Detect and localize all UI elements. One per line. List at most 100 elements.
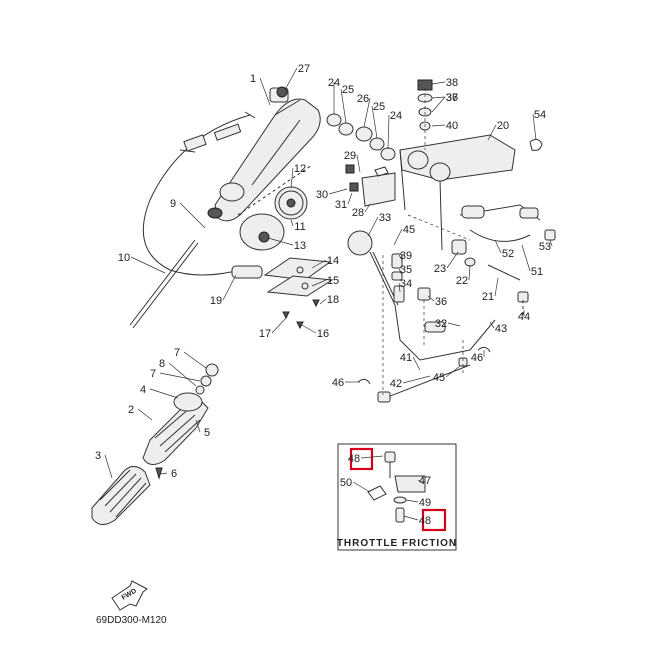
part-number-label-15: 15 [327,275,339,287]
part-number-label-48: 48 [419,515,431,527]
part-number-labels: 1234567789101112131415161718192021222324… [95,63,551,527]
leader-line-33 [367,216,379,237]
part-number-label-36: 36 [446,92,458,104]
part-number-label-48: 48 [348,453,360,465]
leader-line-19 [222,274,237,301]
part-number-label-10: 10 [118,252,130,264]
top-nut-stack [417,79,433,150]
leader-line-3 [104,454,113,479]
part-number-label-46: 46 [471,352,483,364]
part-number-label-47: 47 [419,475,431,487]
leader-line-45 [393,228,403,246]
leader-line-29 [356,154,361,173]
leader-line-41 [412,356,421,371]
part-number-label-43: 43 [495,323,507,335]
part-number-label-33: 33 [379,212,391,224]
leader-line-1 [259,77,271,106]
leader-line-48 [403,515,419,521]
part-number-label-2: 2 [128,404,134,416]
leader-line-23 [446,251,459,269]
leader-line-32 [447,322,461,327]
part-number-label-45: 45 [433,372,445,384]
throttle-grip-assembly [91,363,219,525]
leader-line-11 [290,219,294,227]
throttle-friction-inset [337,443,457,551]
leader-line-38 [431,81,446,85]
part-number-label-22: 22 [456,275,468,287]
part-number-label-5: 5 [204,427,210,439]
part-number-label-46: 46 [332,377,344,389]
part-number-label-25: 25 [373,101,385,113]
part-number-label-52: 52 [502,248,514,260]
part-number-label-19: 19 [210,295,222,307]
leader-line-34 [398,282,401,293]
part-number-label-3: 3 [95,450,101,462]
part-number-label-28: 28 [352,207,364,219]
part-number-label-45: 45 [403,224,415,236]
part-number-label-25: 25 [342,84,354,96]
fwd-arrow [111,580,148,611]
part-number-label-11: 11 [294,221,305,233]
cable-clip [529,138,543,151]
leader-line-18 [319,298,327,305]
leader-line-30 [328,188,348,195]
part-number-label-18: 18 [327,294,339,306]
leader-line-48 [360,455,384,459]
cotter-pins [357,340,491,385]
leader-line-24 [387,114,390,150]
part-number-label-24: 24 [328,77,340,89]
part-number-label-49: 49 [419,497,431,509]
part-number-label-39: 39 [400,250,412,262]
leader-line-9 [179,202,206,229]
part-number-label-34: 34 [400,278,412,290]
leader-line-15 [311,279,327,287]
leader-line-6 [159,472,168,475]
leader-line-45 [445,365,461,378]
part-number-label-9: 9 [170,198,176,210]
leader-line-17 [271,317,287,334]
part-number-label-42: 42 [390,378,402,390]
leader-line-2 [137,408,153,421]
leader-line-54 [532,113,537,141]
part-number-label-40: 40 [446,120,458,132]
part-number-label-14: 14 [327,255,339,267]
leader-line-31 [347,192,353,205]
leader-line-21 [494,277,499,297]
bracket-mount-parts [345,164,396,207]
leader-line-20 [487,124,497,141]
leader-line-47 [417,479,425,485]
part-number-label-50: 50 [340,477,352,489]
part-number-label-26: 26 [357,93,369,105]
leader-line-37 [431,96,446,99]
highlight-box-48-lower [421,508,447,532]
leader-line-13 [267,237,294,246]
part-number-label-37: 37 [446,92,458,104]
part-number-label-41: 41 [400,352,412,364]
bracket-assembly [399,134,516,251]
leader-line-7 [183,351,207,369]
part-number-label-38: 38 [446,77,458,89]
leader-lines [104,67,553,521]
center-small-parts [382,253,431,395]
part-number-label-6: 6 [171,468,177,480]
throttle-cable [142,111,256,276]
leader-line-36 [431,96,446,113]
part-number-label-51: 51 [531,266,543,278]
part-number-label-32: 32 [435,318,447,330]
part-number-label-27: 27 [298,63,310,75]
part-number-label-12: 12 [294,163,306,175]
leader-line-43 [489,321,495,329]
part-number-label-54: 54 [534,109,546,121]
part-number-label-4: 4 [140,384,146,396]
leader-line-39 [398,254,403,261]
leader-line-16 [299,323,317,334]
throttle-rod [377,321,471,403]
linkage-rod [459,204,556,242]
friction-plates [263,257,334,297]
part-number-label-23: 23 [434,263,446,275]
leader-line-4 [149,388,179,399]
leader-line-10 [130,256,166,274]
leader-line-50 [352,481,371,493]
